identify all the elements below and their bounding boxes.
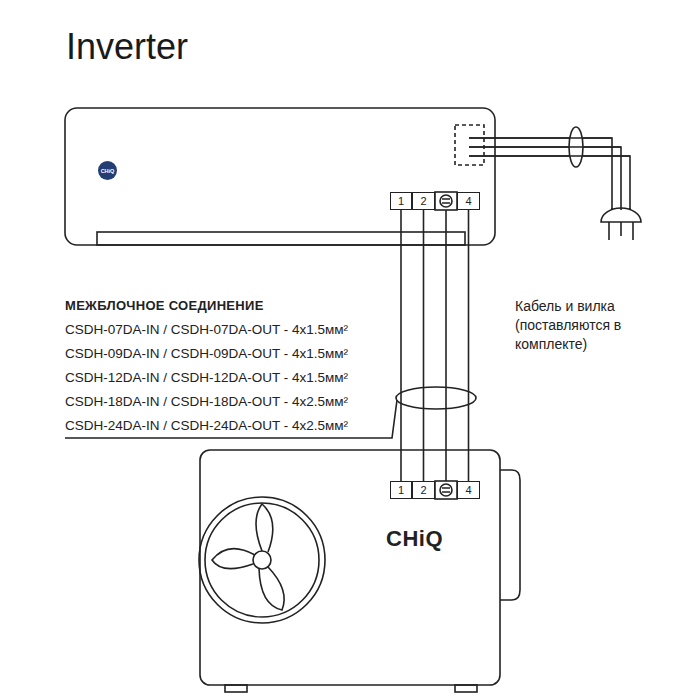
unit-foot [455, 685, 477, 692]
terminal-cell: 1 [390, 481, 412, 499]
power-wire [469, 138, 612, 210]
note-block: Кабель и вилка (поставляются в комплекте… [515, 297, 687, 354]
power-wire [469, 156, 630, 210]
interconnect-wire [423, 210, 425, 481]
plug-prongs [609, 222, 633, 240]
terminal-number: 1 [398, 484, 404, 496]
spec-line: CSDH-18DA-IN / CSDH-18DA-OUT - 4x2.5мм² [65, 390, 348, 414]
cable-bundle [396, 387, 476, 409]
terminal-number: 4 [465, 484, 471, 496]
ground-symbol [440, 195, 452, 207]
spec-line: CSDH-09DA-IN / CSDH-09DA-OUT - 4x1.5мм² [65, 342, 348, 366]
ground-wire [445, 210, 447, 481]
unit-foot [225, 685, 247, 692]
diagram-title: Inverter [66, 26, 188, 68]
power-box [455, 125, 484, 165]
brand-logo: CHiQ [98, 161, 117, 180]
terminal-number: 4 [465, 195, 471, 207]
ground-symbol [442, 488, 450, 492]
indoor-unit: CHiQ 1 2 4 [65, 108, 495, 245]
outdoor-side-panel [500, 470, 520, 600]
cable-note: Кабель и вилка (поставляются в комплекте… [515, 297, 687, 354]
fan-blade [256, 504, 273, 552]
ground-symbol [442, 199, 450, 203]
plug-symbol [601, 208, 641, 222]
outdoor-unit-outline [200, 450, 500, 685]
interconnect-wire [400, 210, 402, 481]
spec-list: МЕЖБЛОЧНОЕ СОЕДИНЕНИЕCSDH-07DA-IN / CSDH… [65, 294, 348, 438]
terminal-cell: 4 [457, 192, 480, 210]
terminal-number: 2 [420, 484, 426, 496]
fan-guard [199, 497, 325, 623]
section-heading: МЕЖБЛОЧНОЕ СОЕДИНЕНИЕ [65, 294, 348, 318]
outdoor-unit: CHiQ 1 2 4 [200, 450, 500, 685]
fan-blade [212, 549, 255, 569]
indoor-louver [97, 232, 465, 245]
terminal-cell: 2 [412, 481, 435, 499]
fan-guard [205, 503, 319, 617]
spec-line: CSDH-12DA-IN / CSDH-12DA-OUT - 4x1.5мм² [65, 366, 348, 390]
terminal-number: 2 [420, 195, 426, 207]
terminal-cell: 4 [457, 481, 480, 499]
interconnect-wire [468, 210, 470, 481]
ground-terminal [435, 481, 457, 499]
spec-line: CSDH-24DA-IN / CSDH-24DA-OUT - 4x2.5мм² [65, 414, 348, 438]
indoor-unit-outline [65, 108, 495, 245]
power-wire [469, 138, 630, 156]
brand-logo: CHiQ [386, 526, 443, 552]
terminal-number: 1 [398, 195, 404, 207]
ground-terminal [435, 192, 457, 210]
terminal-cell: 2 [412, 192, 435, 210]
spec-line: CSDH-07DA-IN / CSDH-07DA-OUT - 4x1.5мм² [65, 318, 348, 342]
fan-hub [253, 551, 271, 569]
plug-wire [612, 208, 630, 210]
terminal-cell: 1 [390, 192, 412, 210]
fan-blade [259, 567, 284, 610]
ground-symbol [440, 484, 452, 496]
